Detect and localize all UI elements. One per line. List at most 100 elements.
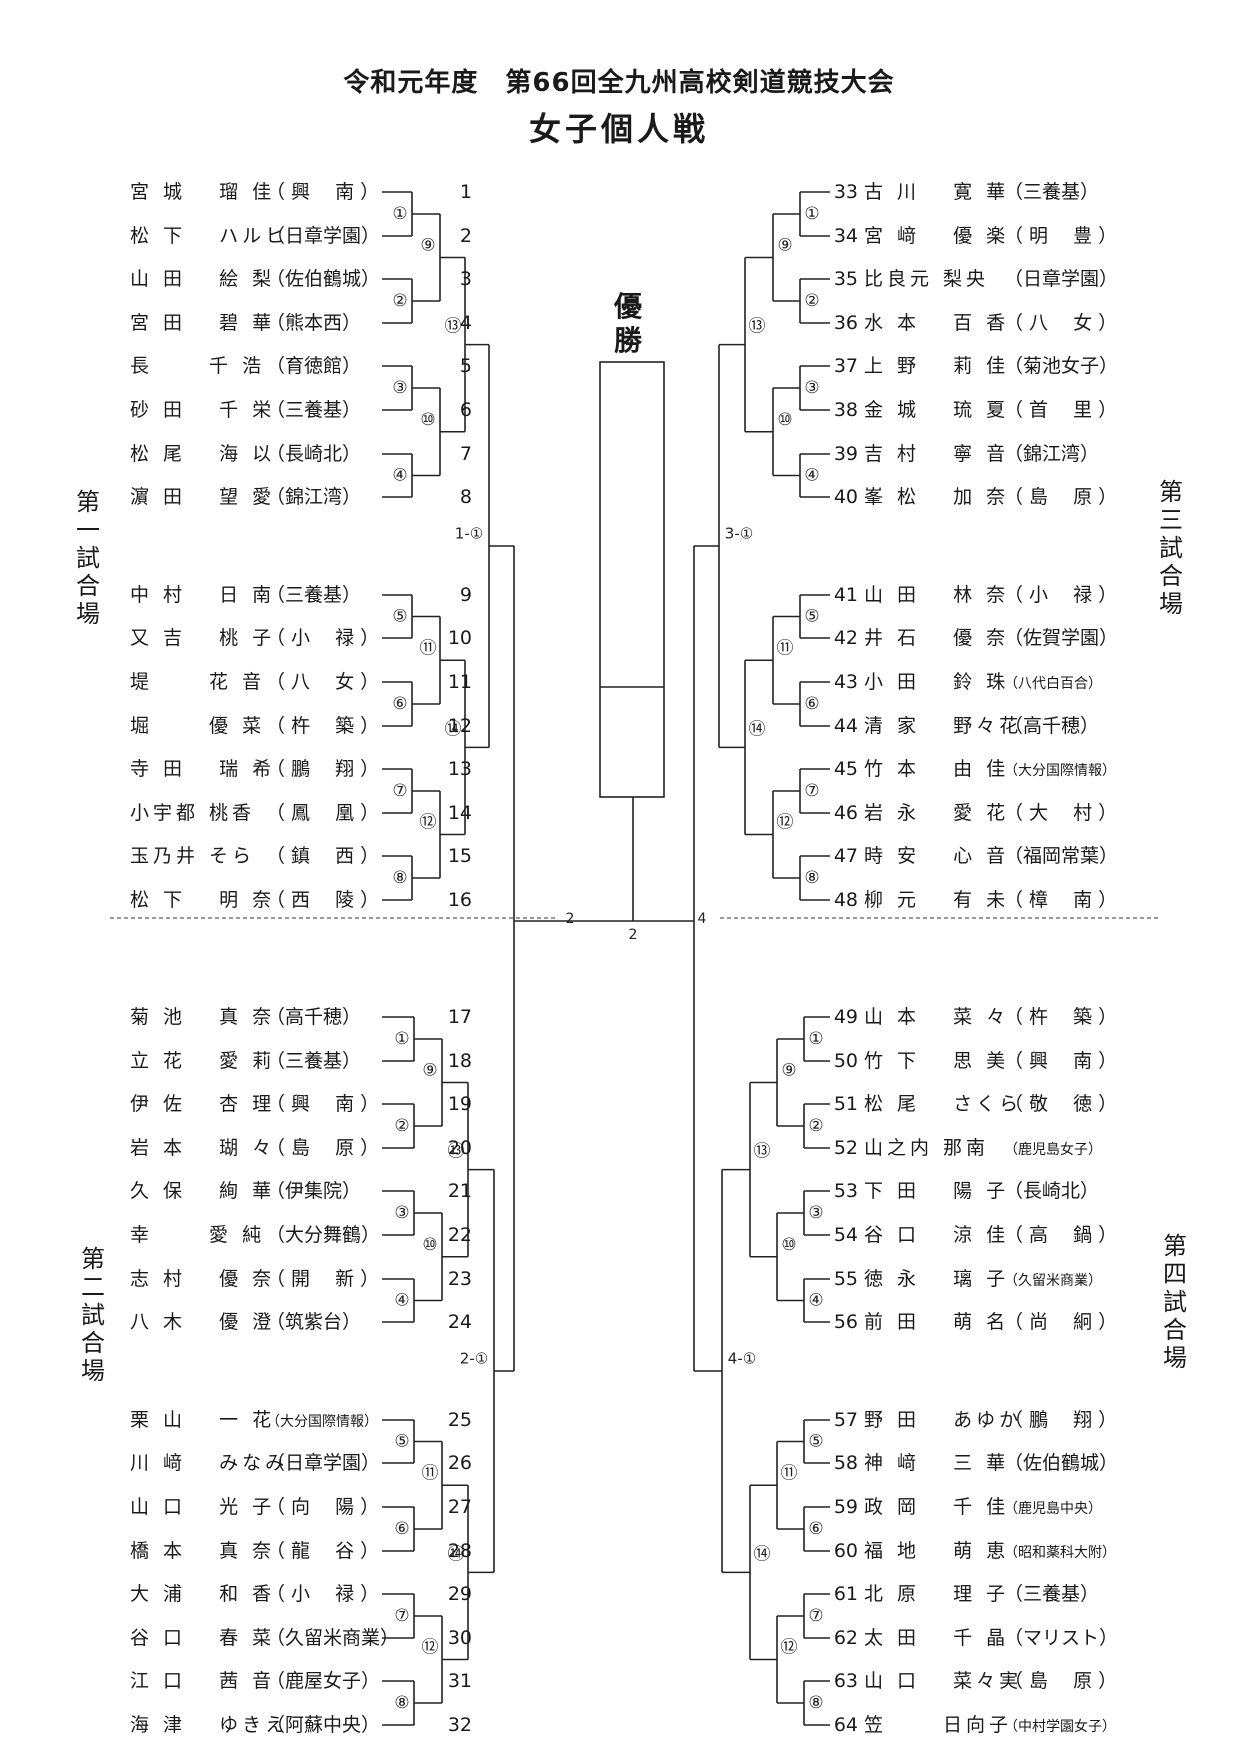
- player-name: 江 口 茜 音: [130, 1670, 276, 1692]
- school-name: （大分国際情報）: [266, 1414, 378, 1430]
- match-number-r2: ⑩: [781, 1235, 796, 1255]
- school-name: （育徳館）: [266, 355, 362, 377]
- player-name: 岩 本 瑚 々: [130, 1137, 276, 1159]
- entry-row: 久 保 絢 華（伊集院）21: [130, 1180, 475, 1202]
- player-name: 笠 日向子: [864, 1714, 1013, 1736]
- entry-number: 33: [833, 181, 858, 203]
- player-name: 岩 永 愛 花: [864, 802, 1010, 824]
- entry-number: 6: [459, 399, 472, 421]
- entry-row: 岩 本 瑚 々（ 島 原 ）20: [130, 1137, 475, 1159]
- match-number-r1: ②: [392, 291, 407, 311]
- entry-number: 54: [833, 1224, 858, 1246]
- school-name: （ 高 鍋 ）: [1004, 1224, 1118, 1246]
- entry-number: 42: [833, 627, 858, 649]
- school-name: （久留米商業）: [266, 1627, 400, 1649]
- entry-number: 28: [447, 1540, 472, 1562]
- match-number-r2: ⑨: [422, 1061, 437, 1081]
- entry-number: 36: [833, 312, 858, 334]
- player-name: 松 下 ハルヒ: [130, 225, 289, 247]
- entry-number: 60: [833, 1540, 858, 1562]
- school-name: （三養基）: [1004, 181, 1100, 203]
- player-name: 松 下 明 奈: [130, 889, 276, 911]
- entry-row: 志 村 優 奈（ 開 新 ）23: [130, 1268, 475, 1290]
- entry-row: 松 尾 海 以（長崎北）7: [130, 443, 475, 465]
- school-name: （日章学園）: [266, 1452, 381, 1474]
- player-name: 太 田 千 晶: [864, 1627, 1010, 1649]
- player-name: 海 津 ゆきえ: [130, 1714, 289, 1736]
- player-name: 下 田 陽 子: [864, 1180, 1010, 1202]
- school-name: （ 興 南 ）: [266, 181, 380, 203]
- player-name: 幸 愛 純: [130, 1224, 266, 1246]
- school-name: （ 小 禄 ）: [1004, 584, 1118, 606]
- school-name: （長崎北）: [266, 443, 362, 465]
- semifinal-label: 4: [698, 911, 707, 927]
- school-name: （昭和薬科大附）: [1004, 1545, 1116, 1561]
- match-number-r1: ④: [394, 1291, 409, 1311]
- entry-row: 小宇都 桃香 （ 鳳 凰 ） 14: [130, 802, 475, 824]
- entry-row: 濵 田 望 愛（錦江湾）8: [130, 486, 475, 508]
- match-number-r1: ⑥: [392, 694, 407, 714]
- block-final-label: 4-①: [728, 1350, 756, 1368]
- entry-number: 3: [459, 268, 472, 290]
- entry-number: 40: [833, 486, 858, 508]
- school-name: （錦江湾）: [266, 486, 362, 508]
- entry-number: 14: [447, 802, 472, 824]
- match-number-r1: ⑧: [394, 1693, 409, 1713]
- player-name: 寺 田 瑞 希: [130, 758, 276, 780]
- match-number-r1: ⑧: [392, 868, 407, 888]
- entry-number: 34: [833, 225, 858, 247]
- school-name: （長崎北）: [1004, 1180, 1100, 1202]
- venue-1-label: 第一試合場: [76, 488, 100, 628]
- school-name: （福岡常葉）: [1004, 845, 1119, 867]
- entry-number: 17: [447, 1006, 472, 1028]
- player-name: 井 石 優 奈: [864, 627, 1010, 649]
- entry-row: 海 津 ゆきえ（阿蘇中央）32: [130, 1714, 475, 1736]
- entry-number: 41: [833, 584, 858, 606]
- champion-label: 優勝: [613, 290, 642, 357]
- entry-row: 長 千 浩（育徳館）5: [130, 355, 475, 377]
- school-name: （ 鳳 凰 ）: [266, 802, 380, 824]
- entry-number: 63: [833, 1670, 858, 1692]
- entry-number: 16: [447, 889, 472, 911]
- match-number-r2: ⑪: [781, 1463, 798, 1483]
- entry-number: 12: [447, 715, 472, 737]
- match-number-r3: ⑭: [754, 1544, 771, 1564]
- entry-row: 幸 愛 純（大分舞鶴）22: [130, 1224, 475, 1246]
- entry-number: 32: [447, 1714, 472, 1736]
- entry-row: 山 口 光 子（ 向 陽 ）27: [130, 1496, 475, 1518]
- player-name: 松 尾 さくら: [864, 1093, 1023, 1115]
- player-name: 堤 花 音: [130, 671, 266, 693]
- entry-row: 橋 本 真 奈（ 龍 谷 ）28: [130, 1540, 475, 1562]
- school-name: （佐伯鶴城）: [1004, 1452, 1119, 1474]
- player-name: 小宇都 桃香: [130, 802, 256, 824]
- player-name: 久 保 絢 華: [130, 1180, 276, 1202]
- player-name: 竹 本 由 佳: [864, 758, 1010, 780]
- school-name: （高千穂）: [1004, 715, 1100, 737]
- school-name: （ 興 南 ）: [1004, 1050, 1118, 1072]
- entry-row: 宮 田 碧 華（熊本西）4: [130, 312, 475, 334]
- player-name: 川 﨑 みなみ: [130, 1452, 289, 1474]
- match-number-r1: ①: [804, 204, 819, 224]
- player-name: 宮 田 碧 華: [130, 312, 276, 334]
- entry-row: 山 田 絵 梨（佐伯鶴城）3: [130, 268, 475, 290]
- school-name: （ 向 陽 ）: [266, 1496, 380, 1518]
- school-name: （ 島 原 ）: [266, 1137, 380, 1159]
- entry-row: 堀 優 菜（ 杵 築 ）12: [130, 715, 475, 737]
- entry-number: 27: [447, 1496, 472, 1518]
- block-final-label: 1-①: [455, 525, 483, 543]
- school-name: （ 杵 築 ）: [266, 715, 380, 737]
- entry-number: 44: [833, 715, 858, 737]
- match-number-r3: ⑬: [445, 317, 462, 337]
- player-name: 山 本 菜 々: [864, 1006, 1010, 1028]
- entry-number: 49: [833, 1006, 858, 1028]
